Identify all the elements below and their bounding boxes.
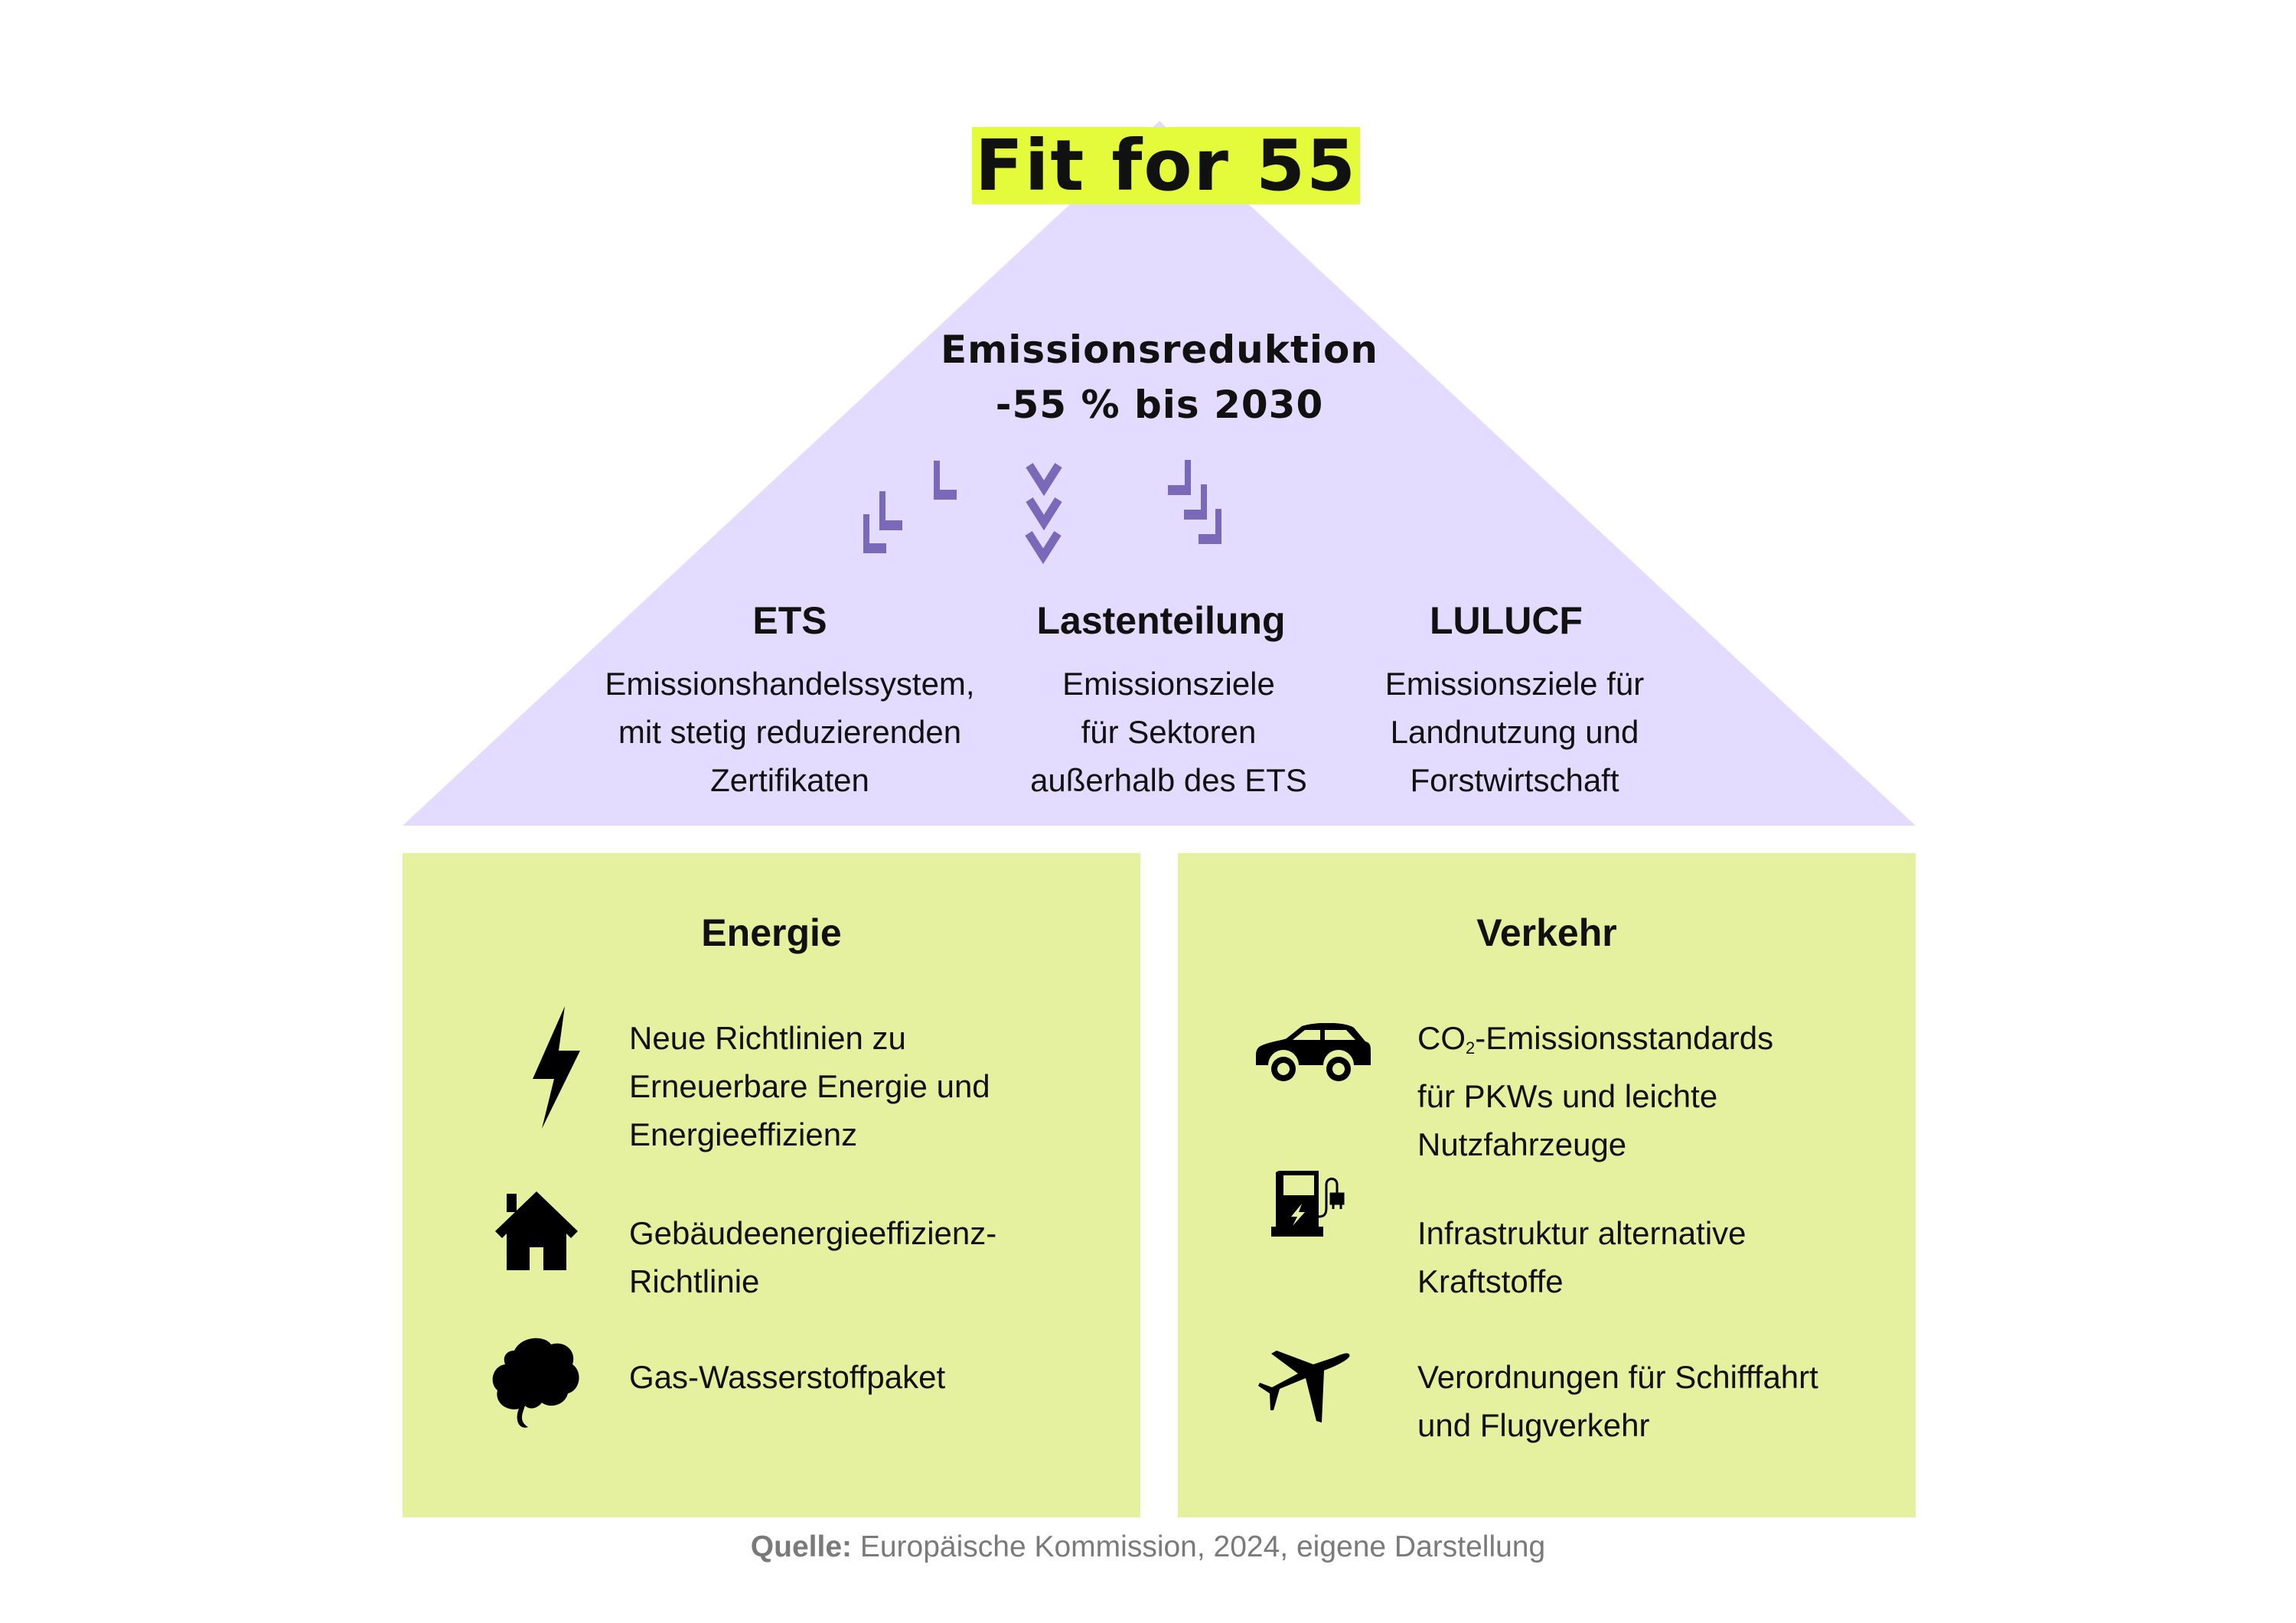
pillar-title: LULUCF bbox=[1430, 599, 1583, 642]
chevrons-down-icon bbox=[1025, 463, 1062, 565]
goal-line2: -55 % bis 2030 bbox=[995, 383, 1324, 427]
house-icon bbox=[495, 1191, 578, 1270]
arrows-down-right-icon bbox=[1168, 460, 1221, 544]
lightning-icon bbox=[533, 1006, 580, 1129]
list-item: Gebäudeenergieeffizienz-Richtlinie bbox=[629, 1215, 997, 1299]
airplane-icon bbox=[1258, 1351, 1350, 1423]
gas-cloud-icon bbox=[492, 1338, 579, 1428]
source-note: Quelle: Europäische Kommission, 2024, ei… bbox=[750, 1530, 1546, 1563]
roof-triangle bbox=[403, 121, 1916, 826]
pillar-ets: ETS Emissionshandelssystem,mit stetig re… bbox=[576, 598, 1004, 804]
car-icon bbox=[1256, 1023, 1371, 1081]
pillar-title: ETS bbox=[752, 599, 827, 642]
arrows-down-left-icon bbox=[863, 461, 957, 553]
pillar-title: Lastenteilung bbox=[1036, 599, 1286, 642]
pillar-text: Emissionshandelssystem,mit stetig reduzi… bbox=[605, 666, 975, 798]
title: Fit for 55 bbox=[972, 125, 1360, 207]
box-title: Verkehr bbox=[1476, 911, 1617, 954]
list-item: Gas-Wasserstoffpaket bbox=[629, 1359, 946, 1395]
goal-line1: Emissionsreduktion bbox=[941, 328, 1378, 372]
box-title: Energie bbox=[701, 911, 842, 954]
charging-station-icon bbox=[1271, 1171, 1345, 1237]
